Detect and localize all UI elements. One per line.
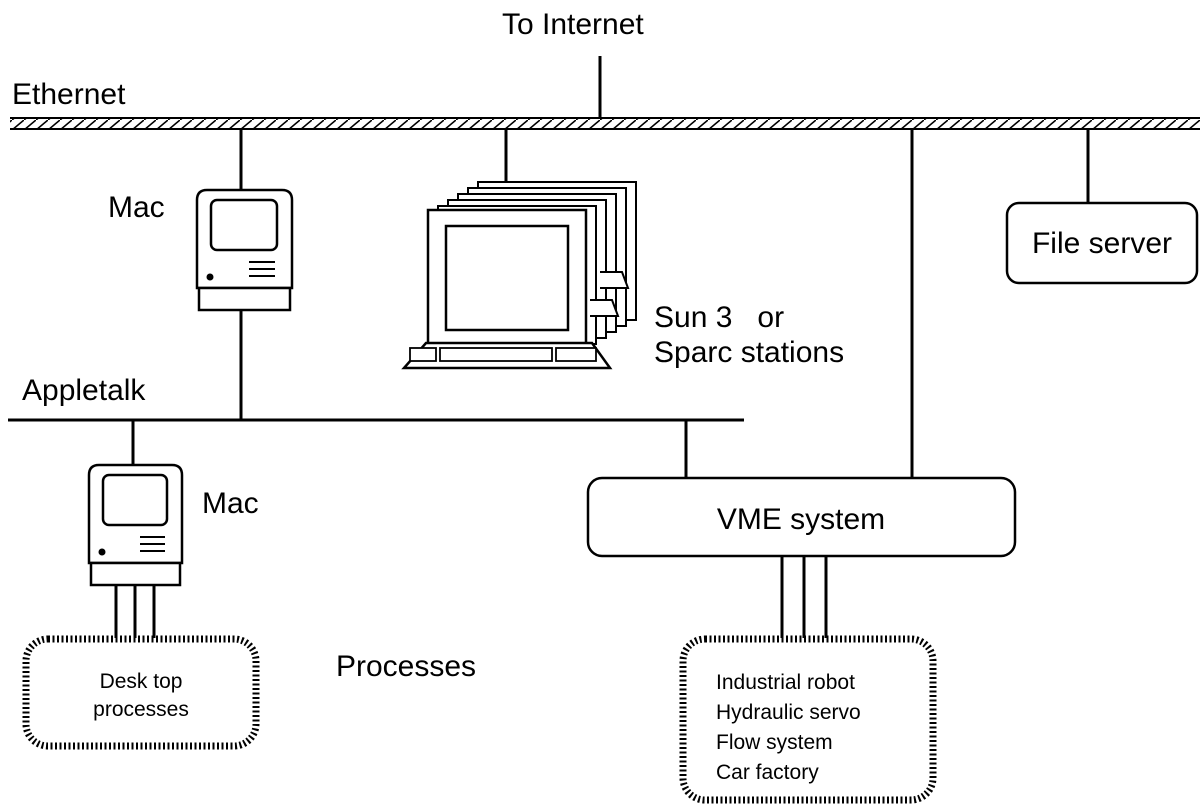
desktop-processes-box: Desk top processes: [22, 635, 260, 750]
mac-top-label: Mac: [108, 191, 165, 224]
mac-bottom-label: Mac: [202, 487, 259, 520]
desktop-processes-line: processes: [93, 698, 189, 721]
processes-label: Processes: [336, 650, 476, 683]
ethernet-bus: [10, 117, 1200, 130]
mac-computer-icon: [87, 463, 184, 587]
vme-system-box: [586, 476, 1017, 558]
industrial-process-item: Industrial robot: [716, 671, 855, 694]
appletalk-label: Appletalk: [22, 374, 146, 407]
ethernet-label: Ethernet: [12, 78, 126, 111]
industrial-process-item: Car factory: [716, 761, 819, 784]
desktop-processes-line: Desk top: [100, 670, 183, 693]
file-server-label: File server: [1032, 227, 1172, 260]
vme-process-connections: [780, 556, 828, 638]
industrial-process-item: Hydraulic servo: [716, 701, 861, 724]
sun-stations-label-line1: Sun 3 or: [654, 301, 784, 334]
mac-computer-icon: [195, 188, 294, 312]
file-server-box: [1005, 201, 1199, 285]
to-internet-label: To Internet: [502, 8, 644, 41]
sun-workstation-stack-icon: [401, 181, 637, 370]
sun-stations-label-line2: Sparc stations: [654, 336, 844, 369]
vme-system-label: VME system: [717, 503, 885, 536]
industrial-process-item: Flow system: [716, 731, 833, 754]
mac-process-connections: [114, 585, 156, 638]
industrial-processes-box: Industrial robot Hydraulic servo Flow sy…: [679, 635, 937, 804]
